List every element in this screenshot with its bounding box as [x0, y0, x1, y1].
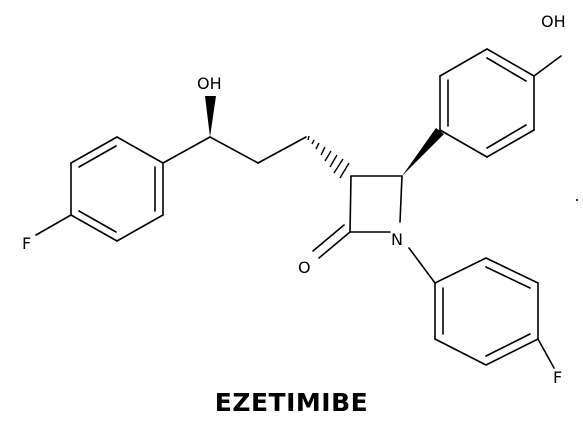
atom-label-top-hydroxyl: OH	[541, 12, 566, 31]
atom-label-nitrogen: N	[391, 230, 403, 249]
bond-carbonyl-a	[318, 231, 351, 259]
top-hydroxyphenyl-ring	[439, 48, 535, 158]
atom-label-carbonyl-oxygen: O	[298, 258, 311, 277]
atom-label-chain-hydroxyl: OH	[197, 74, 222, 93]
bond-chain-3	[257, 136, 307, 164]
bond-carbonyl-b	[312, 224, 345, 252]
wedge-bond-aryl	[402, 128, 444, 176]
hashed-wedge-bond	[307, 135, 350, 179]
atom-label-bottom-fluorine: F	[553, 368, 562, 387]
wedge-bond-hydroxyl	[205, 96, 216, 137]
bond-chain-1	[162, 136, 211, 164]
stray-dot	[576, 199, 578, 201]
bond-c-f-bottom	[537, 338, 555, 369]
bottom-fluorophenyl-ring	[408, 247, 539, 366]
atom-label-left-fluorine: F	[22, 234, 31, 253]
left-fluorophenyl-ring	[70, 136, 164, 242]
bond-chain-2	[209, 136, 259, 164]
beta-lactam-ring	[349, 175, 403, 233]
molecule-name-caption: EZETIMIBE	[214, 388, 369, 417]
bond-c-f-left	[35, 214, 72, 236]
bond-c-o-top	[533, 55, 562, 77]
